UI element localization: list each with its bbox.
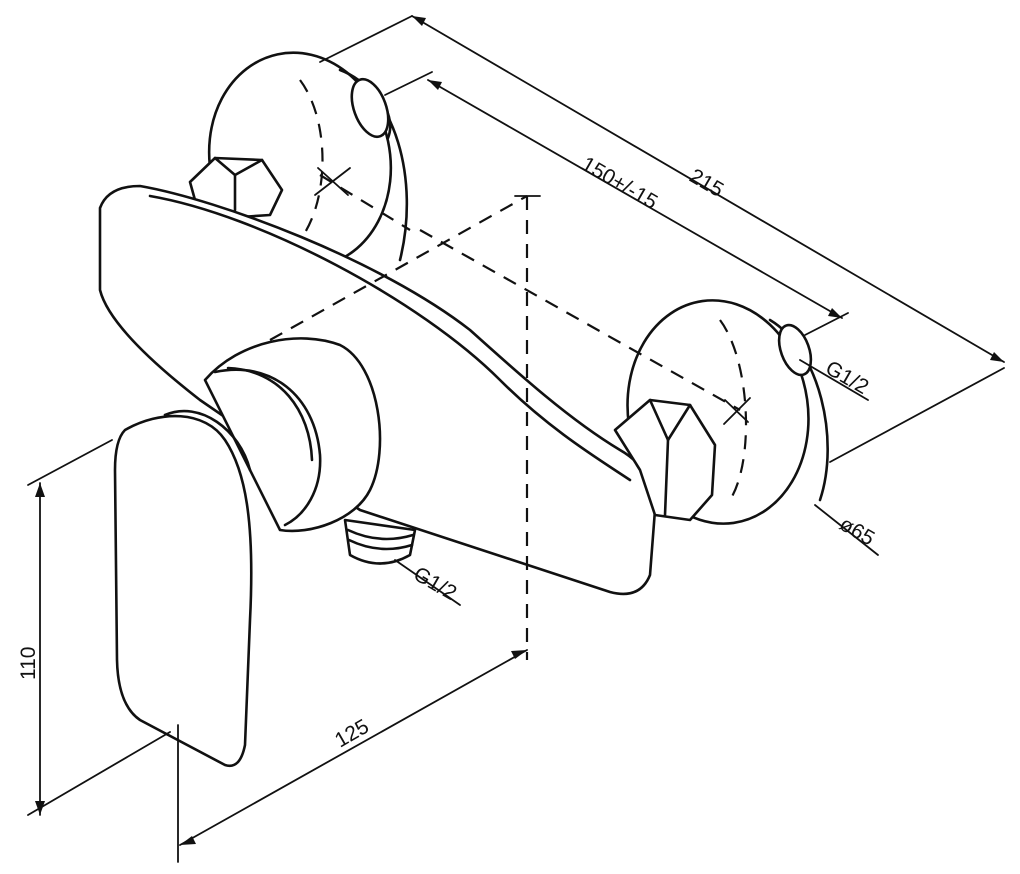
dim-125-label: 125 xyxy=(331,715,373,752)
dim-150: 150+/-15 xyxy=(384,71,849,336)
outlet-thread-label: G1/2 xyxy=(410,562,461,605)
outlet-thread xyxy=(343,518,417,565)
dim-110: 110 xyxy=(17,439,171,816)
dim-110-label: 110 xyxy=(17,647,40,680)
mixer-body xyxy=(98,184,657,596)
dim-diameter: ø65 xyxy=(814,504,879,556)
dim-150-label: 150+/-15 xyxy=(578,152,662,214)
front-hex-nut xyxy=(613,398,717,522)
dim-outlet-thread: G1/2 xyxy=(394,559,461,606)
center-lines xyxy=(269,174,741,660)
inlet-thread-label: G1/2 xyxy=(822,356,873,399)
handle-lever xyxy=(113,409,253,768)
cartridge-housing xyxy=(203,337,382,533)
rear-hex-nut xyxy=(188,156,284,220)
diameter-label: ø65 xyxy=(836,512,879,550)
